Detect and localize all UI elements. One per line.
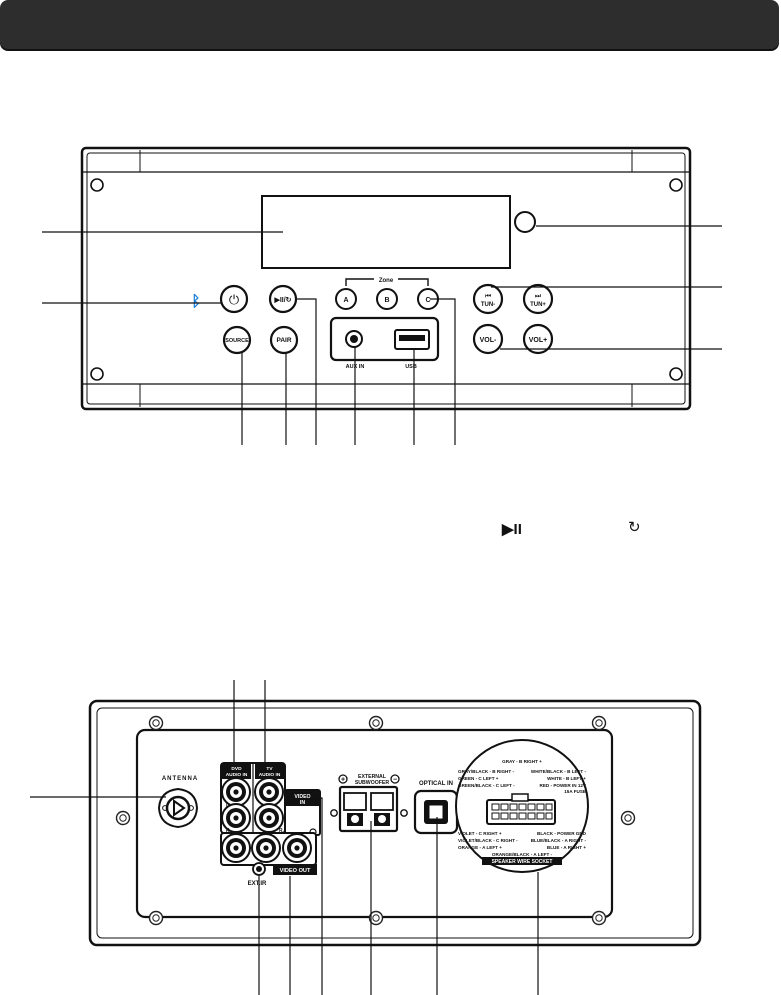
- video-out-jack-2[interactable]: [251, 833, 281, 863]
- svg-text:SOURCE: SOURCE: [225, 338, 249, 344]
- svg-text:A: A: [343, 297, 348, 304]
- svg-text:ORANGE - A LEFT +: ORANGE - A LEFT +: [458, 845, 502, 850]
- svg-text:VIOLET - C RIGHT +: VIOLET - C RIGHT +: [458, 831, 502, 836]
- rear-callout-lines: [30, 680, 539, 995]
- svg-text:AUDIO IN: AUDIO IN: [259, 772, 281, 778]
- zone-label: Zone: [379, 278, 394, 284]
- svg-text:15A FUSE: 15A FUSE: [564, 789, 586, 794]
- zone-a-button[interactable]: A: [335, 288, 357, 310]
- svg-text:GREEN/BLACK - C LEFT -: GREEN/BLACK - C LEFT -: [458, 783, 515, 788]
- svg-text:R: R: [226, 828, 230, 834]
- svg-text:VOL-: VOL-: [480, 337, 497, 344]
- tv-label: TV: [266, 766, 273, 772]
- play-pause-icon: ▶II: [502, 521, 522, 538]
- svg-text:GRAY/BLACK - B RIGHT -: GRAY/BLACK - B RIGHT -: [458, 769, 514, 774]
- subwoofer-terminal[interactable]: [338, 785, 399, 833]
- ext-ir-label: EXT.IR: [248, 881, 267, 887]
- svg-text:VOL+: VOL+: [529, 337, 547, 344]
- power-icon: ⏻: [229, 292, 239, 307]
- svg-text:WHITE/BLACK - B LEFT -: WHITE/BLACK - B LEFT -: [531, 769, 587, 774]
- ext-ir-jack[interactable]: [252, 862, 266, 876]
- prev-icon: ⏮: [485, 293, 491, 300]
- optical-in-port[interactable]: [413, 789, 459, 835]
- header-bar: [0, 0, 779, 49]
- svg-text:PAIR: PAIR: [276, 337, 291, 344]
- tv-audio-left-jack[interactable]: [254, 777, 284, 807]
- volume-up-button[interactable]: VOL+: [522, 323, 554, 355]
- lcd-display: [261, 195, 511, 269]
- svg-text:BLUE/BLACK - A RIGHT -: BLUE/BLACK - A RIGHT -: [531, 838, 587, 843]
- svg-text:IN: IN: [300, 800, 305, 806]
- ir-sensor: [514, 211, 536, 233]
- svg-text:C: C: [425, 297, 430, 304]
- svg-text:BLACK - POWER GND: BLACK - POWER GND: [537, 831, 587, 836]
- svg-text:ORANGE/BLACK - A LEFT -: ORANGE/BLACK - A LEFT -: [492, 852, 553, 857]
- svg-text:WHITE - B LEFT +: WHITE - B LEFT +: [547, 776, 586, 781]
- usb-label: USB: [405, 364, 417, 370]
- dvd-label: DVD: [231, 766, 242, 772]
- pair-button[interactable]: PAIR: [269, 325, 299, 355]
- speaker-wire-socket[interactable]: [486, 793, 556, 825]
- svg-text:SUBWOOFER: SUBWOOFER: [355, 780, 390, 786]
- usb-port[interactable]: [394, 329, 430, 350]
- refresh-icon: ↻: [628, 519, 641, 536]
- svg-text:−: −: [393, 777, 397, 784]
- play-pause-button[interactable]: ▶II/↻: [268, 284, 298, 314]
- zone-c-button[interactable]: C: [417, 288, 439, 310]
- svg-text:+: +: [341, 777, 345, 784]
- zone-b-button[interactable]: B: [376, 288, 398, 310]
- antenna-label: ANTENNA: [162, 776, 198, 782]
- video-out-label: VIDEO OUT: [280, 868, 311, 874]
- front-panel: ᛒ ⏻ ▶II/↻ Zone A B C ⏮ TUN-: [80, 146, 692, 411]
- tune-up-button[interactable]: ⏭ TUN+: [522, 283, 554, 315]
- svg-text:VIOLET/BLACK - C RIGHT -: VIOLET/BLACK - C RIGHT -: [458, 838, 518, 843]
- next-icon: ⏭: [535, 293, 542, 300]
- front-callout-lines: [42, 225, 722, 445]
- svg-text:B: B: [384, 297, 389, 304]
- svg-text:TUN+: TUN+: [530, 302, 546, 308]
- volume-down-button[interactable]: VOL-: [472, 323, 504, 355]
- source-button[interactable]: SOURCE: [222, 325, 252, 355]
- svg-text:BLUE - A RIGHT +: BLUE - A RIGHT +: [547, 845, 586, 850]
- subwoofer-label: EXTERNAL: [358, 774, 387, 780]
- svg-text:GREEN - C LEFT +: GREEN - C LEFT +: [458, 776, 499, 781]
- video-out-jack-3[interactable]: [282, 833, 312, 863]
- bluetooth-icon: ᛒ: [191, 293, 200, 310]
- video-in-label: VIDEO: [294, 794, 310, 800]
- svg-text:L: L: [226, 803, 229, 809]
- video-out-jack-1[interactable]: [221, 833, 251, 863]
- svg-text:GRAY - B RIGHT +: GRAY - B RIGHT +: [502, 759, 542, 764]
- svg-text:RED - POWER IN 12V: RED - POWER IN 12V: [540, 783, 587, 788]
- rear-panel: ANTENNA DVD AUDIO IN TV AUDIO IN L R R V…: [88, 699, 702, 947]
- antenna-connector[interactable]: [157, 787, 199, 829]
- dvd-audio-left-jack[interactable]: [221, 777, 251, 807]
- optical-in-label: OPTICAL IN: [419, 781, 453, 787]
- play-pause-icon: ▶II/↻: [273, 297, 291, 304]
- speaker-socket-title: SPEAKER WIRE SOCKET: [492, 859, 553, 865]
- svg-text:R: R: [279, 828, 283, 834]
- power-button[interactable]: ⏻: [219, 284, 249, 314]
- aux-in-jack[interactable]: [345, 330, 363, 348]
- svg-text:AUDIO IN: AUDIO IN: [226, 772, 248, 778]
- tune-down-button[interactable]: ⏮ TUN-: [472, 283, 504, 315]
- svg-text:TUN-: TUN-: [481, 302, 495, 308]
